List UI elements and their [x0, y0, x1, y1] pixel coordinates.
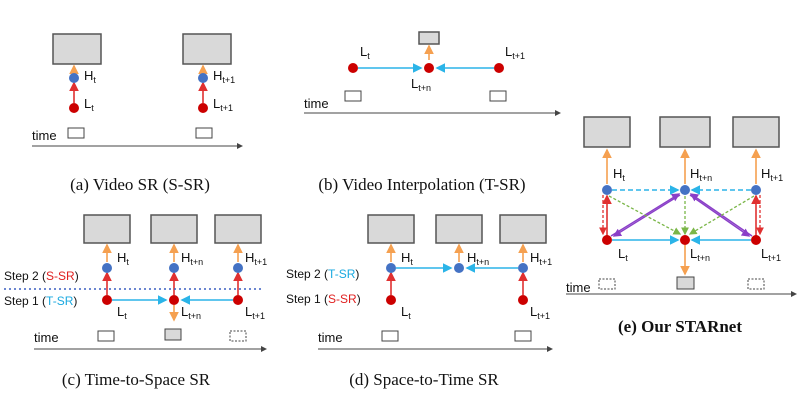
- hr-node: [680, 185, 690, 195]
- time-frame-box: [195, 127, 213, 139]
- node-label: Lt+1: [761, 246, 781, 263]
- lr-node: [102, 295, 112, 305]
- lr-node: [518, 295, 528, 305]
- node-label: Lt+1: [505, 44, 525, 61]
- time-label: time: [318, 330, 343, 345]
- cross-arrow: [689, 194, 751, 237]
- panel-caption: (b) Video Interpolation (T-SR): [318, 175, 525, 194]
- time-frame-box: [598, 278, 616, 290]
- node-label: Lt+1: [245, 304, 265, 321]
- node-label: Ht+1: [530, 250, 552, 267]
- step1-label: Step 1 (S-SR): [286, 292, 361, 306]
- lr-node: [680, 235, 690, 245]
- hr-frame: [214, 214, 262, 244]
- hr-node: [233, 263, 243, 273]
- panel-b: Lt Lt+n Lt+1 time (b) Video Interpolatio…: [304, 31, 561, 194]
- node-label: Lt: [618, 246, 628, 263]
- time-frame-box: [164, 328, 182, 341]
- time-label: time: [34, 330, 59, 345]
- node-label: Ht+1: [245, 250, 267, 267]
- cross-arrow: [612, 194, 681, 237]
- hr-frame: [732, 116, 780, 148]
- lr-node: [602, 235, 612, 245]
- time-frame-box: [489, 90, 507, 102]
- node-label: Lt: [84, 96, 94, 113]
- node-label: Ht+n: [181, 250, 203, 267]
- panel-caption: (d) Space-to-Time SR: [349, 370, 499, 389]
- time-label: time: [566, 280, 591, 295]
- time-frame-box: [344, 90, 362, 102]
- lr-node: [386, 295, 396, 305]
- lr-node: [169, 295, 179, 305]
- panel-caption: (a) Video SR (S-SR): [70, 175, 210, 194]
- node-label: Ht+n: [690, 166, 712, 183]
- node-label: Ht: [613, 166, 625, 183]
- hr-frame: [499, 214, 547, 244]
- node-label: Lt+n: [181, 304, 201, 321]
- node-label: Lt+n: [411, 76, 431, 93]
- panel-c: Ht Ht+n Ht+1 Lt Lt+n Lt+1 Step 2 (S-SR) …: [4, 214, 267, 389]
- step1-label: Step 1 (T-SR): [4, 294, 77, 308]
- hr-frame: [367, 214, 415, 244]
- node-label: Lt: [360, 44, 370, 61]
- time-frame-box: [229, 330, 247, 342]
- lr-node: [348, 63, 358, 73]
- hr-node: [169, 263, 179, 273]
- lr-node: [751, 235, 761, 245]
- node-label: Lt+1: [213, 96, 233, 113]
- time-frame-box: [676, 276, 695, 290]
- lr-node: [494, 63, 504, 73]
- hr-node: [198, 73, 208, 83]
- node-label: Ht+1: [213, 68, 235, 85]
- panel-caption: (c) Time-to-Space SR: [62, 370, 211, 389]
- time-frame-box: [97, 330, 115, 342]
- node-label: Ht+1: [761, 166, 783, 183]
- feedback-arrow: [608, 195, 682, 235]
- lr-node: [69, 103, 79, 113]
- hr-node: [602, 185, 612, 195]
- hr-frame: [418, 31, 440, 45]
- lr-node: [233, 295, 243, 305]
- lr-node: [424, 63, 434, 73]
- hr-frame: [182, 33, 232, 65]
- step2-label: Step 2 (T-SR): [286, 267, 359, 281]
- panel-caption: (e) Our STARnet: [618, 317, 742, 336]
- hr-node: [454, 263, 464, 273]
- hr-frame: [150, 214, 198, 244]
- hr-frame: [583, 116, 631, 148]
- feedback-arrow: [688, 195, 755, 235]
- hr-node: [386, 263, 396, 273]
- node-label: Lt+n: [690, 246, 710, 263]
- time-label: time: [304, 96, 329, 111]
- hr-node: [751, 185, 761, 195]
- node-label: Lt: [117, 304, 127, 321]
- node-label: Ht+n: [467, 250, 489, 267]
- lr-node: [198, 103, 208, 113]
- node-label: Ht: [117, 250, 129, 267]
- hr-node: [518, 263, 528, 273]
- hr-node: [69, 73, 79, 83]
- time-frame-box: [514, 330, 532, 342]
- node-label: Lt: [401, 304, 411, 321]
- hr-frame: [52, 33, 102, 65]
- step2-label: Step 2 (S-SR): [4, 269, 79, 283]
- hr-frame: [659, 116, 711, 148]
- time-frame-box: [381, 330, 399, 342]
- node-label: Lt+1: [530, 304, 550, 321]
- hr-node: [102, 263, 112, 273]
- time-frame-box: [67, 127, 85, 139]
- node-label: Ht: [84, 68, 96, 85]
- node-label: Ht: [401, 250, 413, 267]
- hr-frame: [83, 214, 131, 244]
- panel-e: Ht Ht+n Ht+1 Lt Lt+n Lt+1 time (e) Our S…: [566, 116, 797, 336]
- panel-d: Ht Ht+n Ht+1 Lt Lt+1 Step 2 (T-SR) Step …: [286, 214, 553, 389]
- panel-a: Ht Lt Ht+1 Lt+1 time (a) Video SR (S-SR): [32, 33, 243, 194]
- hr-frame: [435, 214, 483, 244]
- time-label: time: [32, 128, 57, 143]
- time-frame-box: [747, 278, 765, 290]
